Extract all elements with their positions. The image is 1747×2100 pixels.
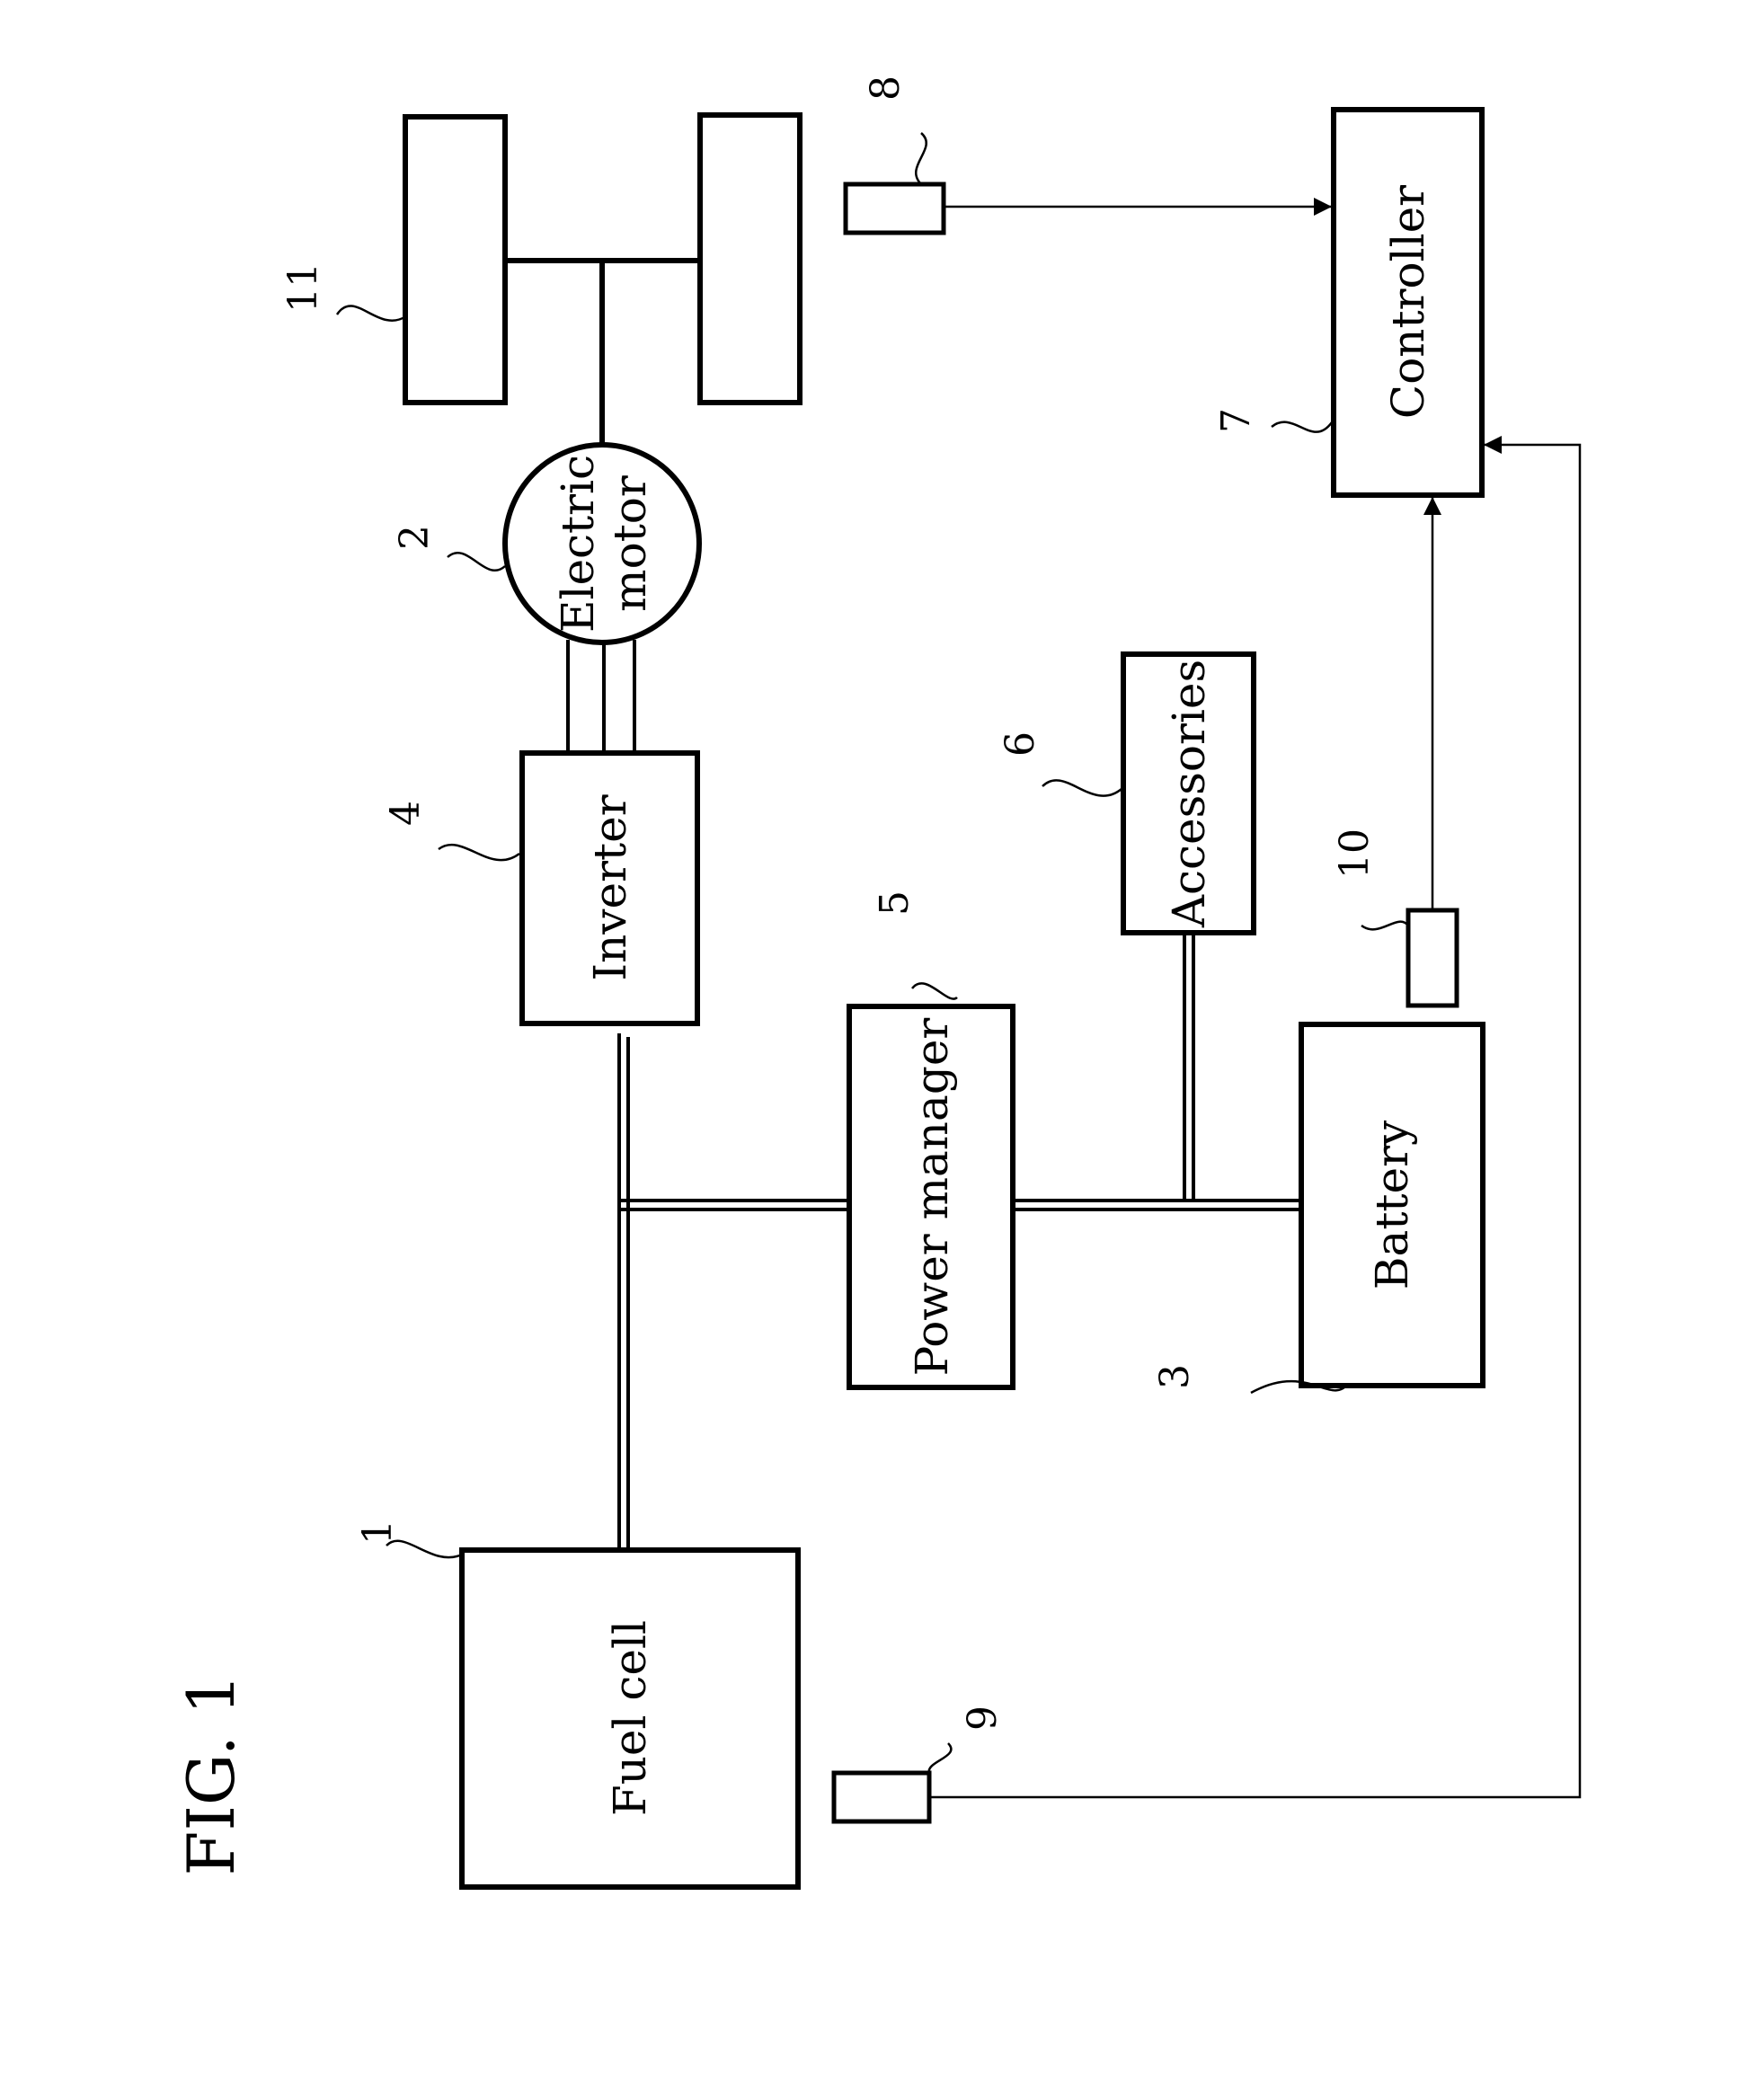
battery-label: Battery (1366, 1120, 1418, 1289)
power-manager-label: Power manager (906, 1018, 958, 1377)
sensor-10 (1408, 910, 1457, 1006)
ref-1: 1 (355, 1520, 401, 1545)
ref-6: 6 (998, 731, 1043, 757)
controller-label: Controller (1382, 185, 1434, 419)
wheel-left (405, 117, 505, 403)
ref-8: 8 (863, 75, 909, 101)
sensor-8 (846, 184, 944, 233)
figure-title: FIG. 1 (173, 1674, 249, 1876)
ref-10: 10 (1332, 828, 1378, 879)
ref-3: 3 (1152, 1364, 1198, 1389)
ref-7: 7 (1213, 408, 1259, 433)
ref-4: 4 (383, 801, 429, 826)
ref-2: 2 (392, 525, 438, 550)
ref-5: 5 (872, 891, 918, 916)
ref-11: 11 (280, 262, 326, 313)
wheel-right (700, 115, 800, 403)
ref-9: 9 (960, 1706, 1006, 1731)
drive-shaft (504, 261, 701, 447)
electric-motor-label-line1: Electric (552, 455, 604, 633)
accessories-label: Accessories (1163, 660, 1215, 928)
sensor-9 (834, 1773, 929, 1821)
fuel-cell-label: Fuel cell (604, 1620, 656, 1816)
inverter-label: Inverter (584, 794, 636, 980)
electric-motor-label-line2: motor (604, 475, 656, 612)
